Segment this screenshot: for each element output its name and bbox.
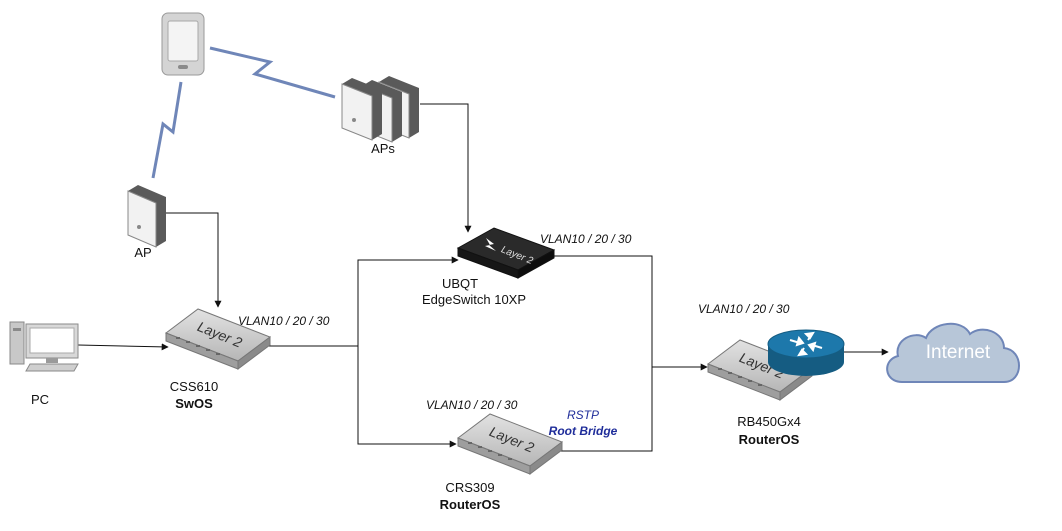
crs309-vlan-label: VLAN10 / 20 / 30 <box>426 398 518 412</box>
internet-label: Internet <box>925 342 991 363</box>
link-css610-edgeswitch <box>357 256 459 346</box>
pc-label: PC <box>30 392 50 407</box>
access-point-icon[interactable] <box>127 185 166 248</box>
crs309-switch-icon[interactable]: Layer 2 <box>456 413 564 475</box>
link-css610-crs309 <box>357 346 457 448</box>
cloud-icon[interactable] <box>886 322 1020 383</box>
desktop-pc-icon[interactable] <box>9 321 79 372</box>
crs309-os-label: RouterOS <box>439 497 501 512</box>
edgeswitch-icon[interactable]: Layer 2 <box>456 227 556 279</box>
css610-name-label: CSS610 <box>169 379 219 394</box>
link-pc-css610 <box>77 343 169 351</box>
link-aps-edgeswitch <box>420 103 472 233</box>
rb450-name-label: RB450Gx4 <box>737 414 801 429</box>
wireless-phone-aps <box>209 46 336 99</box>
links <box>77 103 889 452</box>
rb450-os-label: RouterOS <box>738 432 800 447</box>
css610-os-label: SwOS <box>175 396 213 411</box>
ap-label: AP <box>134 245 152 260</box>
rb450-vlan-label: VLAN10 / 20 / 30 <box>698 302 790 316</box>
rstp-label: RSTP <box>566 408 600 422</box>
aps-label: APs <box>371 141 395 156</box>
link-edgeswitch-rb450 <box>553 255 653 367</box>
router-icon[interactable] <box>767 329 845 376</box>
link-ap-css610 <box>165 212 222 308</box>
crs309-name-label: CRS309 <box>445 480 495 495</box>
root-bridge-label: Root Bridge <box>548 424 618 438</box>
access-points-group-icon[interactable] <box>341 76 419 143</box>
smartphone-icon[interactable] <box>161 12 205 76</box>
css610-vlan-label: VLAN10 / 20 / 30 <box>238 314 330 328</box>
css610-switch-icon[interactable]: Layer 2 <box>164 308 272 370</box>
wireless-phone-ap <box>151 81 183 179</box>
wireless-links <box>151 46 336 179</box>
edgeswitch-line1-label: UBQT <box>441 276 479 291</box>
link-crs309-rb450 <box>560 367 653 452</box>
edgeswitch-vlan-label: VLAN10 / 20 / 30 <box>540 232 632 246</box>
edgeswitch-line2-label: EdgeSwitch 10XP <box>421 292 527 307</box>
